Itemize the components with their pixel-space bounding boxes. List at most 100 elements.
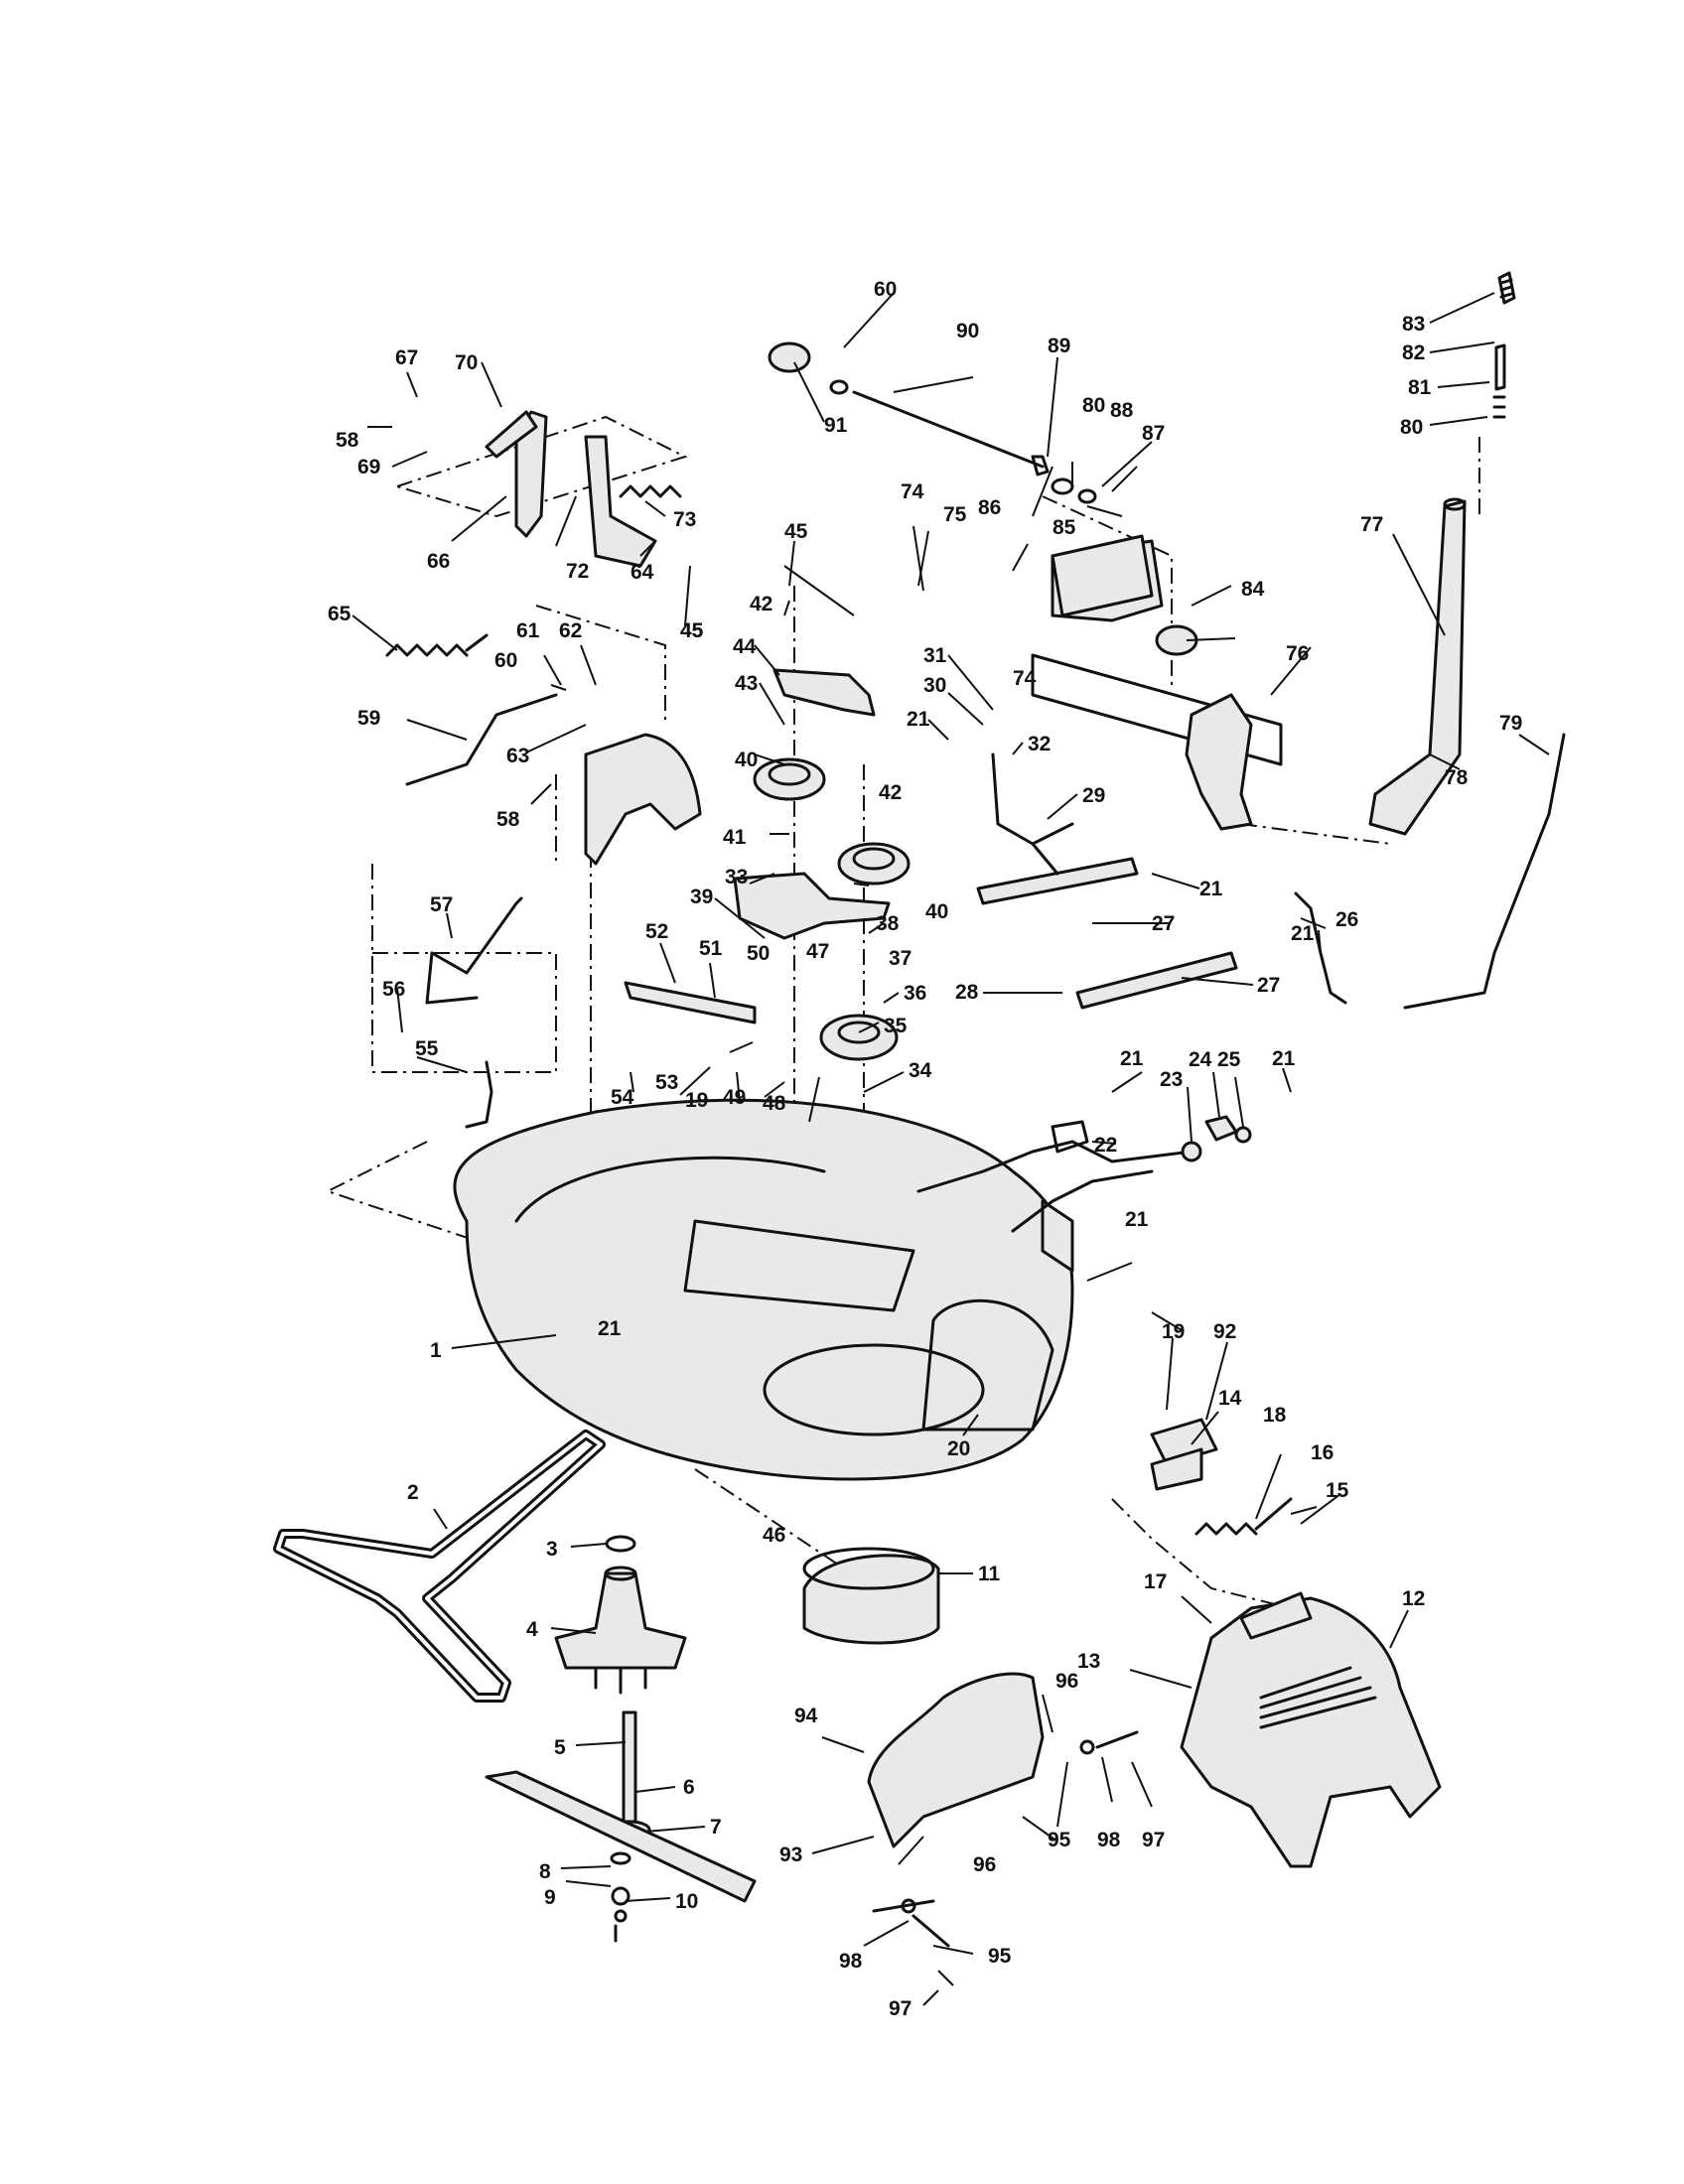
callout-21d: 21 (1272, 1047, 1296, 1070)
part-84-86-pivot (1051, 534, 1198, 656)
part-55-rod (465, 1060, 493, 1129)
callout-94: 94 (794, 1705, 818, 1727)
callout-39: 39 (690, 886, 713, 908)
part-22-bracket-rod (916, 1120, 1193, 1273)
callout-97a: 97 (1142, 1829, 1165, 1851)
callout-98a: 98 (1097, 1829, 1121, 1851)
part-52-bracket-plate (624, 981, 757, 1024)
part-33-idler-arm (733, 872, 891, 940)
callout-19b: 19 (685, 1089, 708, 1112)
callout-81: 81 (1408, 376, 1432, 399)
leader-lines (351, 292, 1550, 2006)
callout-49: 49 (723, 1086, 746, 1109)
callout-5: 5 (554, 1736, 566, 1759)
callout-60a: 60 (874, 278, 897, 301)
callout-74b: 74 (1013, 667, 1037, 690)
callout-80a: 80 (1082, 394, 1105, 417)
callout-40b: 40 (925, 900, 948, 923)
callout-30: 30 (923, 674, 946, 697)
callout-42b: 42 (879, 781, 902, 804)
callout-95b: 95 (988, 1945, 1012, 1968)
callout-22: 22 (1094, 1134, 1117, 1157)
callout-45a: 45 (784, 520, 808, 543)
callout-21e: 21 (1199, 878, 1223, 900)
callout-48: 48 (763, 1092, 786, 1115)
callout-21g: 21 (907, 708, 930, 731)
callout-88: 88 (1110, 399, 1134, 422)
part-58-shield (584, 733, 702, 866)
callout-40a: 40 (735, 749, 758, 771)
callout-64: 64 (631, 561, 654, 584)
callout-32: 32 (1028, 733, 1051, 755)
callout-76: 76 (1286, 642, 1309, 665)
callout-58b: 58 (496, 808, 520, 831)
part-26-27-28-links (976, 857, 1347, 1010)
part-7-blade (485, 1770, 757, 1943)
callout-45-left: 45 (680, 619, 704, 642)
callout-96b: 96 (973, 1853, 996, 1876)
part-23-24-25-hardware (1181, 1115, 1252, 1162)
part-2-drive-belt (273, 1430, 606, 1703)
part-66-70-72-brackets (485, 410, 657, 568)
callout-74a: 74 (901, 480, 924, 503)
callout-47: 47 (806, 940, 829, 963)
callout-59: 59 (357, 707, 380, 730)
callout-70: 70 (455, 351, 478, 374)
part-29-lever-rod (991, 752, 1074, 876)
part-95-98-hardware (872, 1730, 1139, 1948)
callout-33: 33 (725, 866, 748, 888)
callout-55: 55 (415, 1037, 439, 1060)
callout-21c: 21 (1120, 1047, 1144, 1070)
callout-25: 25 (1217, 1048, 1241, 1071)
callout-7: 7 (710, 1816, 722, 1839)
callout-89: 89 (1048, 335, 1070, 357)
callout-95a: 95 (1048, 1829, 1071, 1851)
callout-93: 93 (779, 1843, 802, 1866)
callout-1: 1 (430, 1339, 442, 1362)
callout-84: 84 (1241, 578, 1265, 601)
callout-65: 65 (328, 603, 351, 625)
part-16-spring (1194, 1497, 1293, 1536)
callout-44: 44 (733, 635, 757, 658)
callout-16: 16 (1311, 1441, 1333, 1464)
callout-79: 79 (1499, 712, 1522, 735)
callout-12: 12 (1402, 1587, 1425, 1610)
callout-21a: 21 (598, 1317, 622, 1340)
callout-21f: 21 (1291, 922, 1315, 945)
part-12-deck-cover (1180, 1591, 1442, 1868)
callout-66: 66 (427, 550, 450, 573)
part-59-rod (405, 693, 558, 786)
callout-3: 3 (546, 1538, 558, 1561)
callout-19a: 19 (1162, 1320, 1185, 1343)
part-89-91-rod-knob (768, 341, 1097, 504)
callout-73: 73 (673, 508, 696, 531)
callout-4: 4 (526, 1618, 538, 1641)
part-11-spindle-guard (802, 1547, 940, 1645)
callout-23: 23 (1160, 1068, 1183, 1091)
callout-98b: 98 (839, 1950, 863, 1973)
callout-36: 36 (904, 982, 926, 1005)
part-81-83-grip (1492, 271, 1516, 419)
callout-18: 18 (1263, 1404, 1287, 1427)
callout-41: 41 (723, 826, 747, 849)
callout-37: 37 (889, 947, 912, 970)
part-77-lift-handle (1368, 497, 1467, 836)
callout-11: 11 (978, 1563, 1001, 1585)
callout-13: 13 (1077, 1650, 1100, 1673)
callout-58a: 58 (336, 429, 359, 452)
callout-28: 28 (955, 981, 979, 1004)
callout-77: 77 (1360, 513, 1383, 536)
callout-90: 90 (956, 320, 979, 342)
callout-29: 29 (1082, 784, 1105, 807)
callout-8: 8 (539, 1860, 551, 1883)
callout-45b: 45 (680, 619, 704, 642)
callout-14: 14 (1218, 1387, 1242, 1410)
callout-2: 2 (407, 1481, 419, 1504)
callout-63: 63 (506, 745, 529, 767)
part-14-92-bracket (1150, 1418, 1218, 1491)
callout-51: 51 (699, 937, 723, 960)
callout-53: 53 (655, 1071, 678, 1094)
callout-67: 67 (395, 346, 418, 369)
callout-34: 34 (909, 1059, 932, 1082)
